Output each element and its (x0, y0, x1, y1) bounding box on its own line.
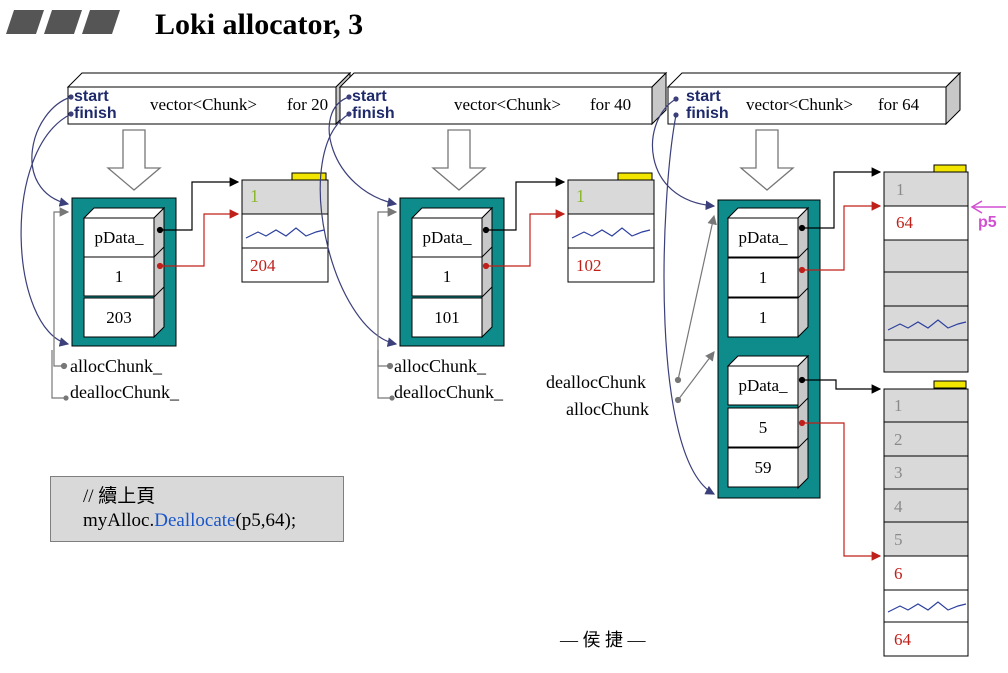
vector-header-3 (666, 71, 962, 126)
block1-second: 204 (250, 256, 276, 275)
vector-header-1 (66, 71, 352, 126)
page-title: Loki allocator, 3 (155, 8, 364, 41)
code-comment: // 續上頁 (83, 486, 156, 507)
vec2-finish: finish (352, 105, 395, 122)
vec2-for: for 40 (590, 95, 632, 114)
big-row-2: 2 (894, 430, 903, 449)
dealloc-chunk-1: deallocChunk_ (70, 382, 179, 402)
chunk4-v2: 59 (754, 458, 772, 477)
code-call: myAlloc.Deallocate(p5,64); (83, 510, 297, 531)
block3-first: 1 (896, 180, 905, 199)
vec3-start: start (686, 88, 721, 105)
vec1-for: for 20 (287, 95, 329, 114)
chunk3-v1: 1 (758, 268, 768, 287)
vec1-label: vector<Chunk> (150, 95, 257, 114)
vec3-label: vector<Chunk> (746, 95, 853, 114)
block1-first: 1 (250, 186, 259, 206)
memory-block-1 (241, 172, 329, 283)
vec2-start: start (352, 88, 387, 105)
title-bar-icon (6, 10, 120, 34)
vec3-finish: finish (686, 105, 729, 122)
chunk2-pdata: pData_ (422, 228, 472, 247)
footer-author: — 侯 捷 — (560, 630, 646, 650)
block2-first: 1 (576, 186, 585, 206)
chunk3-v2: 1 (758, 308, 768, 327)
chunk1-pdata: pData_ (94, 228, 144, 247)
p5-label: p5 (978, 214, 997, 231)
dealloc-chunk-3: deallocChunk (546, 372, 646, 392)
vec3-for: for 64 (878, 95, 920, 114)
big-row-5: 5 (894, 530, 903, 549)
chunk2-v2: 101 (434, 308, 460, 327)
alloc-chunk-2: allocChunk_ (394, 356, 486, 376)
chunk2-v1: 1 (442, 267, 452, 286)
big-row-64: 64 (894, 630, 911, 649)
alloc-chunk-1: allocChunk_ (70, 356, 162, 376)
chunk1-v1: 1 (114, 267, 124, 286)
vec2-label: vector<Chunk> (454, 95, 561, 114)
chunk4-pdata: pData_ (738, 376, 788, 395)
big-row-3: 3 (894, 463, 903, 482)
alloc-chunk-3: allocChunk (566, 399, 649, 419)
down-arrow-icon (106, 129, 795, 191)
vec1-start: start (74, 88, 109, 105)
big-row-6: 6 (894, 564, 903, 583)
memory-block-3 (883, 164, 969, 373)
chunk-cells (82, 206, 810, 490)
chunk1-v2: 203 (106, 308, 132, 327)
dealloc-chunk-2: deallocChunk_ (394, 382, 503, 402)
memory-block-4 (883, 380, 969, 657)
big-row-1: 1 (894, 396, 903, 415)
block2-second: 102 (576, 256, 602, 275)
block3-second: 64 (896, 213, 913, 232)
title-bars (6, 10, 128, 39)
chunk4-v1: 5 (758, 418, 768, 437)
memory-block-2 (567, 172, 655, 283)
vec1-finish: finish (74, 105, 117, 122)
chunk3-pdata: pData_ (738, 228, 788, 247)
code-box: // 續上頁 myAlloc.Deallocate(p5,64); (50, 476, 344, 542)
big-row-4: 4 (894, 497, 903, 516)
